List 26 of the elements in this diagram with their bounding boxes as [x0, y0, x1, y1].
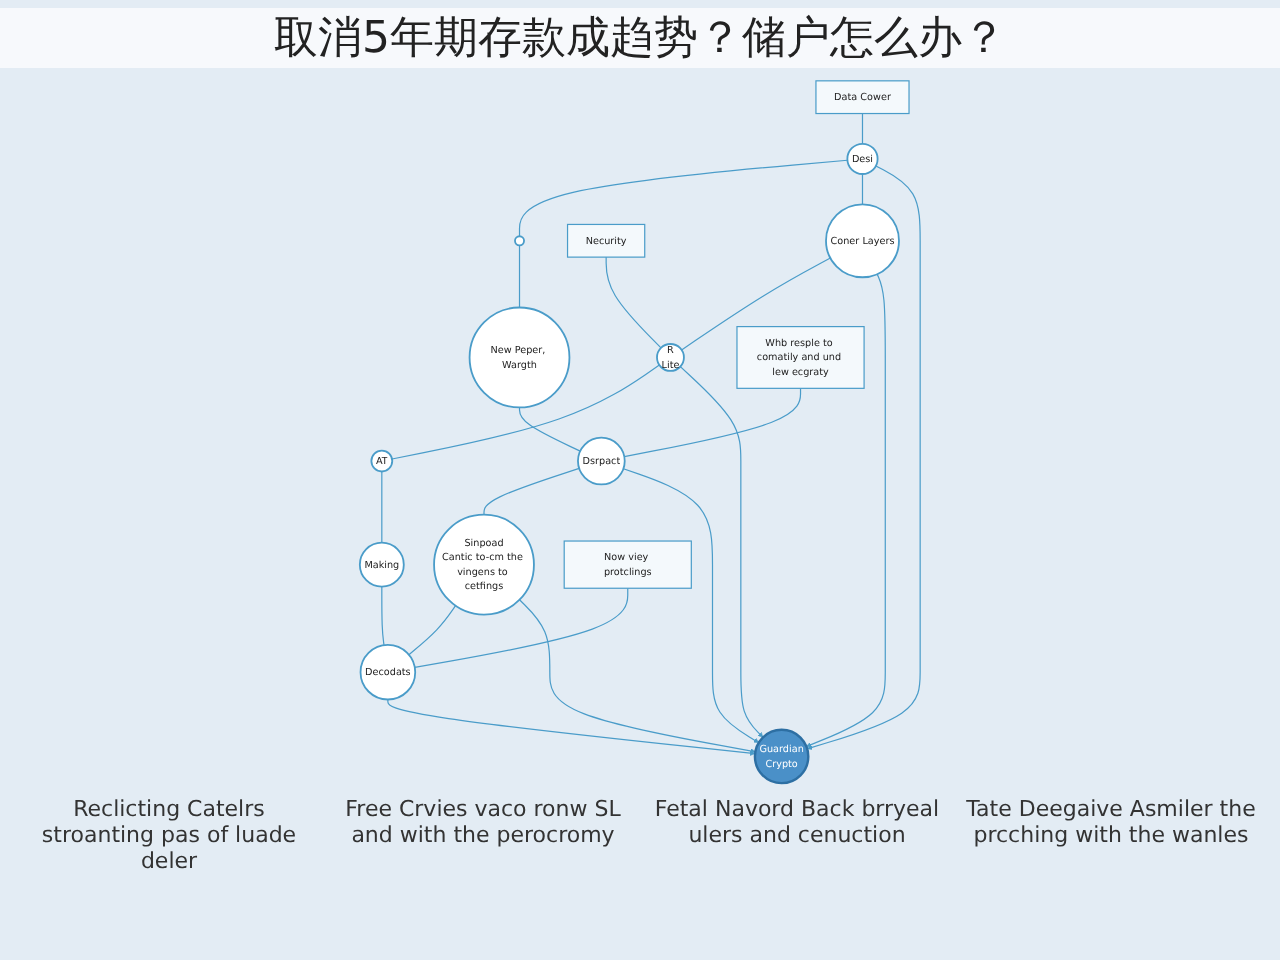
note-text: Free Crvies vaco ronw SL and with the perocromy	[343, 796, 623, 852]
connector	[391, 364, 660, 460]
arrow	[518, 599, 756, 754]
arrow	[387, 698, 756, 756]
connector	[414, 587, 629, 668]
connector	[861, 112, 864, 145]
connector	[518, 244, 521, 309]
connector	[408, 605, 457, 656]
connector	[623, 387, 802, 458]
connector	[381, 586, 385, 646]
connector	[381, 470, 383, 544]
connector	[605, 256, 662, 349]
note-text: Reclicting Catelrs stroanting pas of luade deler	[39, 796, 299, 874]
connector	[518, 159, 849, 237]
arrow	[806, 165, 921, 750]
connector	[861, 173, 864, 205]
note-text: Fetal Navord Back brryeal ulers and cenuction	[652, 796, 942, 852]
banner-title: 取消5年期存款成趋势？储户怎么办？	[0, 8, 1280, 68]
arrow	[679, 366, 764, 738]
arrow	[806, 273, 886, 748]
note-text: Tate Deegaive Asmiler the prcching with the wanles	[964, 796, 1258, 852]
connector	[518, 406, 581, 452]
node-circle	[514, 235, 525, 247]
arrow	[622, 468, 759, 743]
connector	[483, 467, 580, 516]
connector	[681, 257, 831, 351]
